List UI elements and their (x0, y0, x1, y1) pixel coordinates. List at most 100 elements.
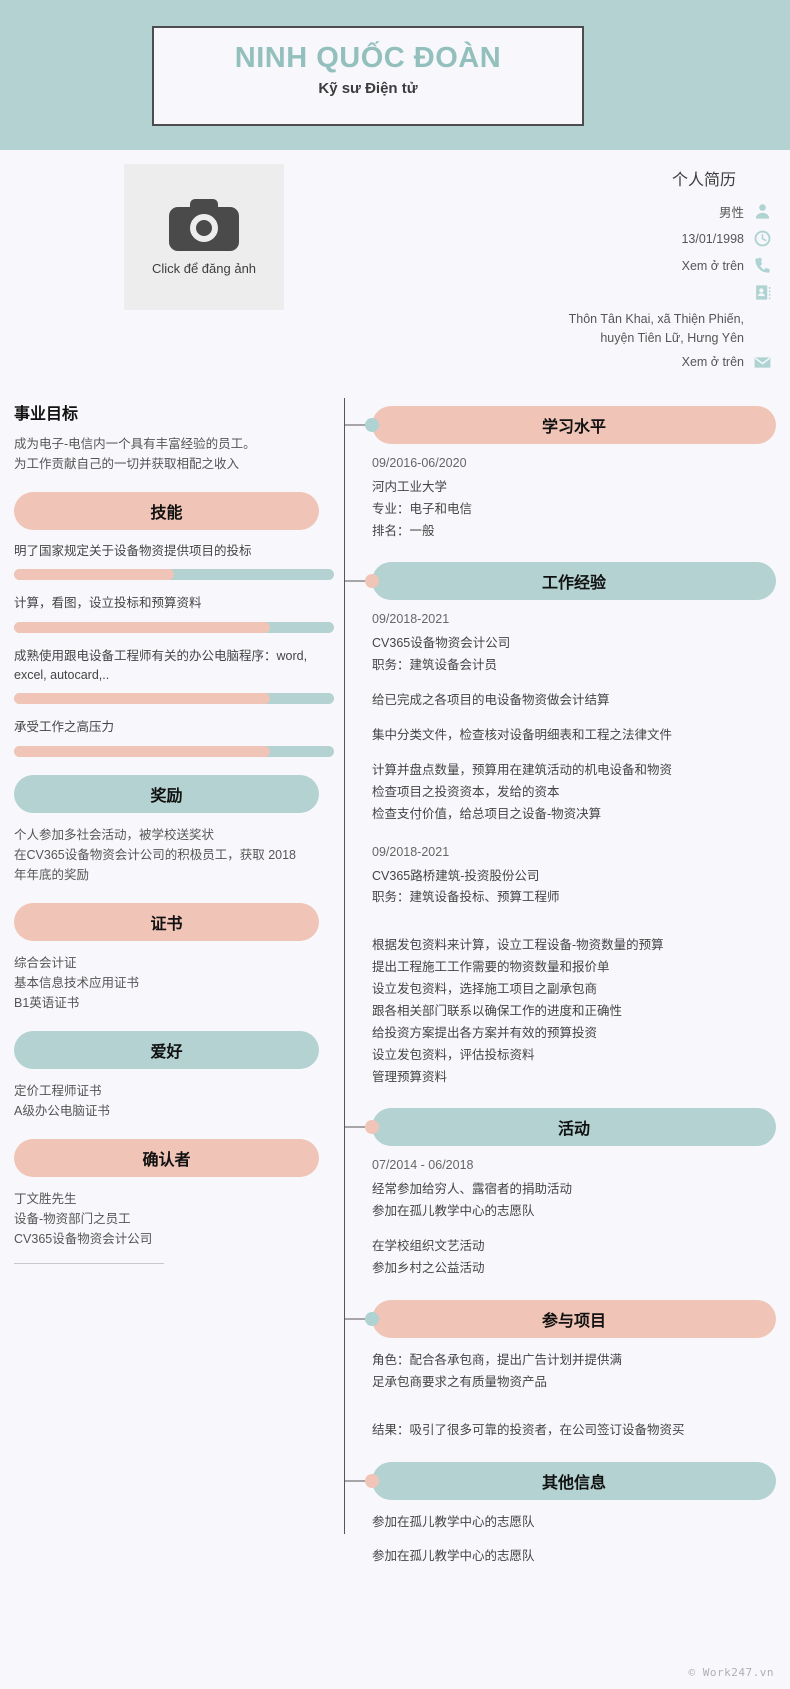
birthday-value: 13/01/1998 (681, 231, 744, 246)
activities-date: 07/2014 - 06/2018 (372, 1158, 474, 1173)
awards-line-1: 个人参加多社会活动，被学校送奖状 (14, 827, 215, 842)
awards-line-2: 在CV365设备物资会计公司的积极员工，获取 2018 (14, 847, 297, 862)
section-header-certificates: 证书 (14, 902, 319, 941)
address-block: Thôn Tân Khai, xã Thiện Phiến, huyện Tiê… (284, 310, 772, 349)
skill-label: 成熟使用跟电设备工程师有关的办公电脑程序：word, excel, autoca… (14, 648, 308, 682)
address-line-1: Thôn Tân Khai, xã Thiện Phiến, (568, 312, 744, 326)
section-header-other-label: 其他信息 (541, 1474, 606, 1492)
hobbies-text: 定价工程师证书 A级办公电脑证书 (14, 1081, 334, 1121)
section-header-activities: 活动 (344, 1108, 776, 1147)
experience-duty: 管理预算资料 (372, 1069, 448, 1084)
other-line: 参加在孤儿教学中心的志愿队 (372, 1549, 535, 1564)
objective-line-2: 为工作贡献自己的一切并获取相配之收入 (14, 456, 240, 471)
project-result: 结果：吸引了很多可靠的投资者，在公司签订设备物资买 (372, 1422, 685, 1437)
experience-duty: 给投资方案提出各方案并有效的预算投资 (372, 1025, 598, 1040)
skill-item: 计算，看图，设立投标和预算资料 (14, 594, 334, 633)
personal-info: 个人简历 男性 13/01/1998 Xem ở trên (284, 164, 776, 380)
reference-line-3: CV365设备物资会计公司 (14, 1231, 153, 1246)
info-row-email: Xem ở trên (284, 353, 772, 372)
project-role-line-1: 角色：配合各承包商，提出广告计划并提供满 (372, 1352, 623, 1367)
candidate-job-title: Kỹ sư Điện tử (318, 80, 418, 98)
envelope-icon (753, 353, 772, 372)
experience-date: 09/2018-2021 (372, 844, 450, 859)
section-header-education-label: 学习水平 (541, 418, 606, 436)
activity-item: 在学校组织文艺活动 (372, 1239, 485, 1254)
right-column: 学习水平 09/2016-06/2020 河内工业大学 专业：电子和电信 排名：… (344, 386, 776, 1575)
timeline-dot (365, 417, 379, 432)
section-header-projects-label: 参与项目 (541, 1312, 606, 1330)
objective-text: 成为电子-电信内一个具有丰富经验的员工。 为工作贡献自己的一切并获取相配之收入 (14, 434, 334, 474)
columns: 事业目标 成为电子-电信内一个具有丰富经验的员工。 为工作贡献自己的一切并获取相… (0, 386, 790, 1575)
education-rank: 排名：一般 (372, 523, 435, 538)
candidate-name: NINH QUỐC ĐOÀN (234, 42, 502, 74)
clock-icon (753, 229, 772, 248)
skill-bar (14, 569, 334, 581)
person-icon (753, 202, 772, 221)
signature-line (14, 1262, 164, 1264)
info-row-phone: Xem ở trên (284, 256, 772, 275)
skill-item: 明了国家规定关于设备物资提供项目的投标 (14, 542, 334, 581)
section-header-skills: 技能 (14, 491, 319, 530)
gender-value: 男性 (718, 206, 744, 220)
skill-label: 明了国家规定关于设备物资提供项目的投标 (14, 543, 252, 558)
footer-watermark: © Work247.vn (688, 1666, 774, 1679)
header-band: NINH QUỐC ĐOÀN Kỹ sư Điện tử (0, 0, 790, 150)
experience-date: 09/2018-2021 (372, 612, 450, 627)
left-column: 事业目标 成为电子-电信内一个具有丰富经验的员工。 为工作贡献自己的一切并获取相… (14, 386, 344, 1575)
experience-duty: 检查项目之投资资本，发给的资本 (372, 784, 560, 799)
timeline-connector (344, 1480, 372, 1481)
name-card: NINH QUỐC ĐOÀN Kỹ sư Điện tử (152, 26, 584, 126)
experience-company: CV365路桥建筑-投资股份公司 (372, 868, 540, 883)
skill-item: 成熟使用跟电设备工程师有关的办公电脑程序：word, excel, autoca… (14, 647, 334, 705)
experience-duty: 检查支付价值，给总项目之设备-物资决算 (372, 806, 602, 821)
timeline-dot (365, 1473, 379, 1488)
education-major: 专业：电子和电信 (372, 501, 473, 516)
projects-entry: 角色：配合各承包商，提出广告计划并提供满 足承包商要求之有质量物资产品 结果：吸… (372, 1350, 776, 1442)
experience-duty: 提出工程施工工作需要的物资数量和报价单 (372, 960, 610, 975)
timeline-dot (365, 574, 379, 589)
education-school: 河内工业大学 (372, 479, 448, 494)
skill-bar (14, 693, 334, 705)
experience-duty: 跟各相关部门联系以确保工作的进度和正确性 (372, 1003, 623, 1018)
experience-duty: 计算并盘点数量，预算用在建筑活动的机电设备和物资 (372, 762, 673, 777)
project-role-line-2: 足承包商要求之有质量物资产品 (372, 1374, 548, 1389)
hobby-line-2: A级办公电脑证书 (14, 1103, 110, 1118)
phone-icon (753, 256, 772, 275)
contact-card-icon (753, 283, 772, 302)
experience-position: 职务：建筑设备会计员 (372, 658, 498, 673)
timeline-connector (344, 580, 372, 582)
info-row-gender: 男性 (284, 202, 772, 221)
certificate-line-2: 基本信息技术应用证书 (14, 975, 140, 990)
photo-upload-box[interactable]: Click để đăng ảnh (124, 164, 284, 310)
skill-label: 计算，看图，设立投标和预算资料 (14, 596, 202, 611)
activity-item: 经常参加给穷人、露宿者的捐助活动 (372, 1182, 573, 1197)
photo-upload-label: Click để đăng ảnh (151, 260, 257, 276)
experience-duty: 设立发包资料，评估投标资料 (372, 1047, 535, 1062)
awards-text: 个人参加多社会活动，被学校送奖状 在CV365设备物资会计公司的积极员工，获取 … (14, 825, 334, 885)
section-header-hobbies: 爱好 (14, 1030, 319, 1069)
timeline-dot (365, 1311, 379, 1326)
certificate-line-1: 综合会计证 (14, 955, 77, 970)
awards-line-3: 年年底的奖励 (14, 867, 90, 882)
info-row-birthday: 13/01/1998 (284, 229, 772, 248)
identity-row: Click để đăng ảnh 个人简历 男性 13/01/1998 Xem… (0, 150, 790, 380)
experience-position: 职务：建筑设备投标、预算工程师 (372, 890, 560, 905)
experience-company: CV365设备物资会计公司 (372, 636, 511, 651)
objective-heading: 事业目标 (14, 405, 79, 423)
activities-entry: 07/2014 - 06/2018 经常参加给穷人、露宿者的捐助活动 参加在孤儿… (372, 1158, 776, 1280)
activity-item: 参加乡村之公益活动 (372, 1261, 485, 1275)
experience-duty: 集中分类文件，检查核对设备明细表和工程之法律文件 (372, 728, 673, 742)
experience-duty: 设立发包资料，选择施工项目之副承包商 (372, 982, 598, 996)
education-date: 09/2016-06/2020 (372, 455, 467, 470)
section-header-other: 其他信息 (344, 1461, 776, 1500)
section-header-projects: 参与项目 (344, 1299, 776, 1338)
address-line-2: huyện Tiên Lữ, Hưng Yên (600, 331, 744, 346)
skill-bar (14, 745, 334, 757)
education-entry: 09/2016-06/2020 河内工业大学 专业：电子和电信 排名：一般 (372, 456, 776, 543)
timeline-connector (344, 424, 372, 426)
personal-info-title: 个人简历 (671, 172, 736, 189)
experience-entry: 09/2018-2021 CV365路桥建筑-投资股份公司 职务：建筑设备投标、… (372, 845, 776, 1089)
timeline-axis (344, 397, 345, 1535)
experience-duty: 根据发包资料来计算，设立工程设备-物资数量的预算 (372, 938, 664, 953)
section-header-activities-label: 活动 (557, 1121, 590, 1139)
